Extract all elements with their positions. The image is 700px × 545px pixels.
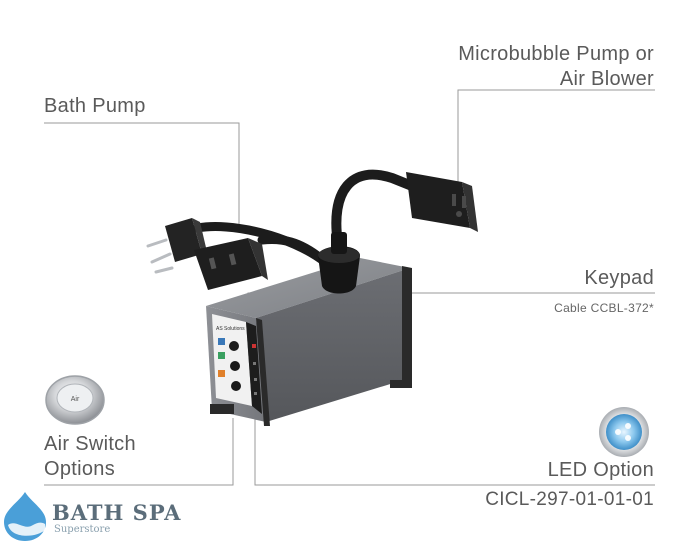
air-switch-label: Air Switch Options: [44, 432, 136, 482]
bath-pump-receptacle: [194, 238, 268, 290]
bath-spa-logo-icon: [4, 492, 46, 541]
microbubble-label-line1: Microbubble Pump or: [458, 43, 654, 65]
led-option-label: LED Option: [547, 459, 654, 481]
air-switch-label-line1: Air Switch: [44, 433, 136, 455]
microbubble-receptacle: [406, 172, 478, 232]
leader-microbubble: [457, 89, 655, 195]
control-box: AS Solutions: [206, 232, 412, 426]
air-switch-button-image: Air: [45, 375, 105, 425]
air-switch-label-line2: Options: [44, 458, 116, 480]
keypad-cable-label: Cable CCBL-372*: [554, 301, 654, 315]
logo: BATH SPA Superstore: [52, 502, 181, 536]
bath-pump-plug: [146, 218, 208, 274]
logo-name: BATH SPA: [52, 500, 182, 525]
leader-air-switch: [44, 418, 234, 486]
microbubble-label-line2: Air Blower: [559, 68, 654, 90]
svg-text:AS Solutions: AS Solutions: [216, 326, 245, 332]
keypad-label: Keypad: [584, 267, 654, 289]
logo-tagline: Superstore: [54, 524, 111, 535]
bath-pump-label: Bath Pump: [44, 95, 146, 117]
microbubble-label: Microbubble Pump or Air Blower: [458, 42, 654, 92]
air-button-text: Air: [71, 396, 80, 403]
led-light-image: [599, 407, 649, 457]
led-part-number: CICL-297-01-01-01: [485, 489, 654, 510]
leader-led: [254, 418, 655, 486]
leader-bath-pump: [44, 122, 240, 232]
